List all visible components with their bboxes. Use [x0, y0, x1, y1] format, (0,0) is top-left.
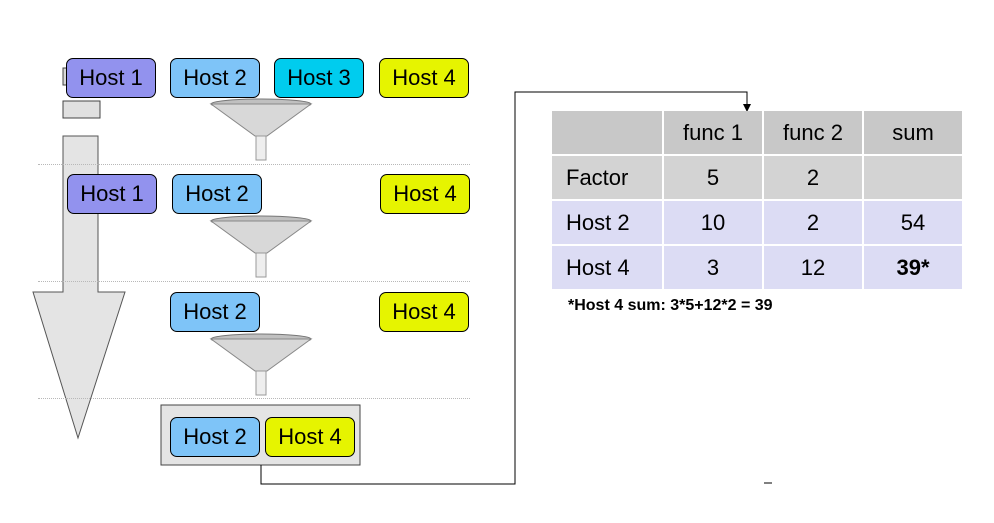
host-2-box: Host 2: [172, 174, 262, 214]
stack-bar-2: [62, 100, 101, 119]
table-cell: Factor: [552, 154, 663, 200]
host-1-box: Host 1: [66, 58, 156, 98]
table-row: Host 2 10 2 54: [552, 199, 962, 245]
host-4-box: Host 4: [380, 174, 470, 214]
table-cell: [862, 154, 962, 200]
table-header-row: func 1 func 2 sum: [552, 111, 962, 155]
row-separator: [38, 164, 470, 165]
table-cell: 3: [662, 244, 763, 289]
host-2-box: Host 2: [170, 292, 260, 332]
connector-arrowhead: [743, 104, 751, 112]
table-header-cell: sum: [862, 111, 962, 155]
footnote: *Host 4 sum: 3*5+12*2 = 39: [568, 297, 773, 314]
funnel-icon: [209, 98, 313, 161]
host-1-box: Host 1: [67, 174, 157, 214]
row-separator: [38, 281, 470, 282]
table-row: Host 4 3 12 39*: [552, 244, 962, 289]
connector-line: [260, 91, 748, 485]
weighting-table: func 1 func 2 sum Factor 5 2 Host 2 10 2…: [552, 111, 962, 289]
table-cell: 2: [762, 154, 863, 200]
table-cell: 5: [662, 154, 763, 200]
host-2-box: Host 2: [170, 417, 260, 457]
host-4-box: Host 4: [379, 58, 469, 98]
table-cell: Host 2: [552, 199, 663, 245]
host-2-box: Host 2: [170, 58, 260, 98]
table-header-cell: func 1: [662, 111, 763, 155]
host-4-box: Host 4: [265, 417, 355, 457]
table-header-cell: func 2: [762, 111, 863, 155]
table-cell: 2: [762, 199, 863, 245]
flow-down-arrow: [32, 135, 126, 440]
table-row: Factor 5 2: [552, 154, 962, 200]
table-cell: 10: [662, 199, 763, 245]
table-cell-highlight: 39*: [862, 244, 962, 289]
funnel-icon: [209, 215, 313, 278]
table-cell: 12: [762, 244, 863, 289]
row-separator: [38, 398, 470, 399]
funnel-icon: [209, 333, 313, 396]
host-3-box: Host 3: [274, 58, 364, 98]
table-cell: 54: [862, 199, 962, 245]
table-cell: Host 4: [552, 244, 663, 289]
host-4-box: Host 4: [379, 292, 469, 332]
table-cell: [552, 111, 663, 155]
